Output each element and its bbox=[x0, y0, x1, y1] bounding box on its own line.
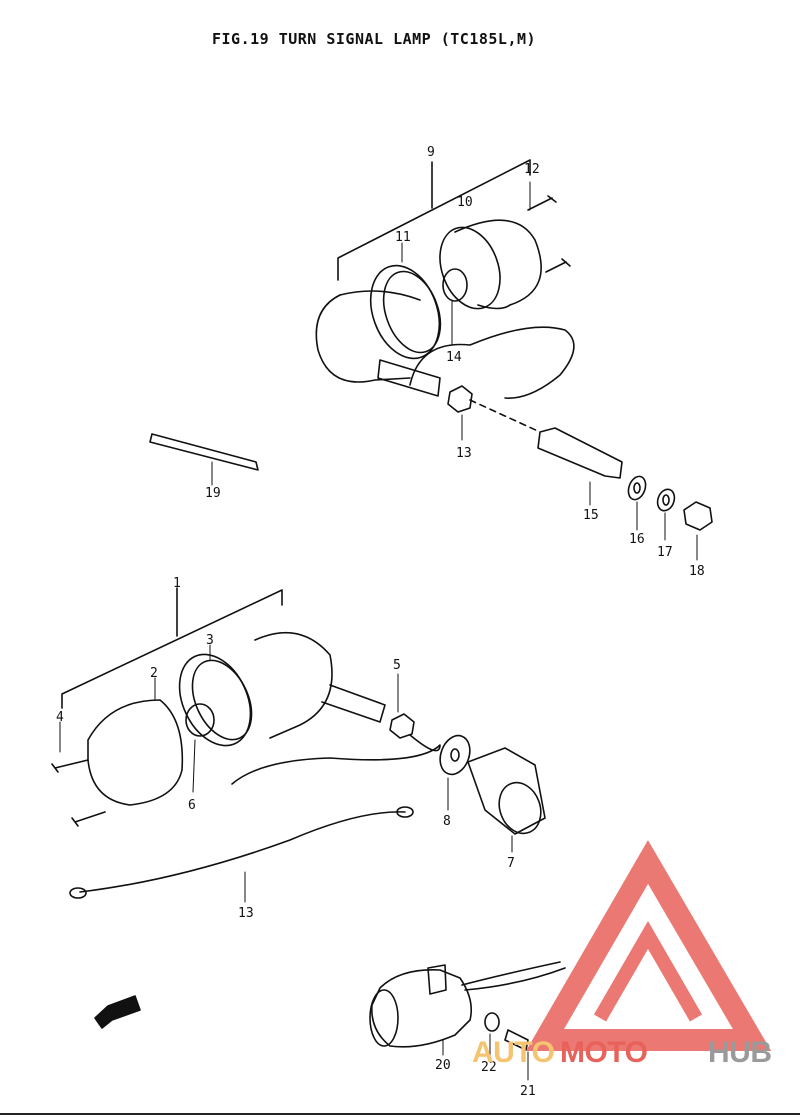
screw-12a bbox=[527, 195, 557, 211]
callout-22: 22 bbox=[481, 1060, 497, 1075]
callout-7: 7 bbox=[507, 856, 515, 871]
relay-20 bbox=[371, 969, 473, 1048]
callout-16: 16 bbox=[629, 532, 645, 547]
flasher-relay-assembly bbox=[369, 961, 566, 1081]
wire-lower bbox=[231, 734, 441, 785]
upper-lamp-assembly bbox=[149, 159, 713, 561]
nut-5 bbox=[389, 713, 415, 739]
boot-7 bbox=[467, 747, 546, 835]
washer-22 bbox=[484, 1012, 500, 1032]
lower-lamp-assembly bbox=[51, 587, 546, 903]
callout-10: 10 bbox=[457, 195, 473, 210]
washer-8 bbox=[439, 734, 471, 776]
callout-17: 17 bbox=[657, 545, 673, 560]
bolt-21 bbox=[504, 1029, 529, 1051]
callout-12: 12 bbox=[524, 162, 540, 177]
lens-10 bbox=[439, 226, 501, 310]
callout-19: 19 bbox=[205, 486, 221, 501]
figure-title: FIG.19 TURN SIGNAL LAMP (TC185L,M) bbox=[212, 30, 537, 48]
bolt-15 bbox=[537, 427, 623, 479]
callout-9: 9 bbox=[427, 145, 435, 160]
callout-6: 6 bbox=[188, 798, 196, 813]
callout-labels: 1 2 3 4 5 6 7 8 9 10 11 12 13 14 15 16 1… bbox=[56, 145, 705, 1099]
callout-2: 2 bbox=[150, 666, 158, 681]
washer-16 bbox=[627, 475, 647, 501]
callout-13-wire: 13 bbox=[238, 906, 254, 921]
bottom-border bbox=[0, 1113, 800, 1115]
ground-wire bbox=[79, 811, 406, 893]
washer-17 bbox=[656, 488, 676, 512]
lens-2 bbox=[87, 699, 184, 806]
callout-20: 20 bbox=[435, 1058, 451, 1073]
callout-1: 1 bbox=[173, 576, 181, 591]
screw-4b bbox=[71, 811, 106, 827]
watermark-hub: HUB bbox=[708, 1036, 772, 1069]
callout-4: 4 bbox=[56, 710, 64, 725]
callout-8: 8 bbox=[443, 814, 451, 829]
bulb-6 bbox=[185, 703, 215, 737]
forward-arrow-icon bbox=[94, 995, 141, 1029]
nut-18 bbox=[683, 501, 713, 531]
group-bracket-9 bbox=[337, 159, 531, 281]
callout-5: 5 bbox=[393, 658, 401, 673]
callout-15: 15 bbox=[583, 508, 599, 523]
strap-19 bbox=[149, 433, 259, 471]
watermark-auto: AUTO bbox=[472, 1036, 555, 1069]
callout-13: 13 bbox=[456, 446, 472, 461]
callout-11: 11 bbox=[395, 230, 411, 245]
callout-18: 18 bbox=[689, 564, 705, 579]
screw-12b bbox=[545, 258, 571, 273]
callout-21: 21 bbox=[520, 1084, 536, 1099]
watermark-moto: MOTO bbox=[560, 1036, 648, 1069]
wire-upper bbox=[409, 326, 575, 399]
group-bracket-1 bbox=[61, 589, 283, 709]
bulb-14 bbox=[442, 268, 468, 302]
housing-upper bbox=[315, 294, 411, 383]
housing-lower bbox=[254, 632, 333, 739]
gasket-11 bbox=[369, 264, 441, 360]
screw-4a bbox=[51, 759, 89, 773]
callout-14: 14 bbox=[446, 350, 462, 365]
callout-3: 3 bbox=[206, 633, 214, 648]
nut-13 bbox=[447, 385, 473, 413]
automotohub-logo bbox=[525, 840, 772, 1051]
